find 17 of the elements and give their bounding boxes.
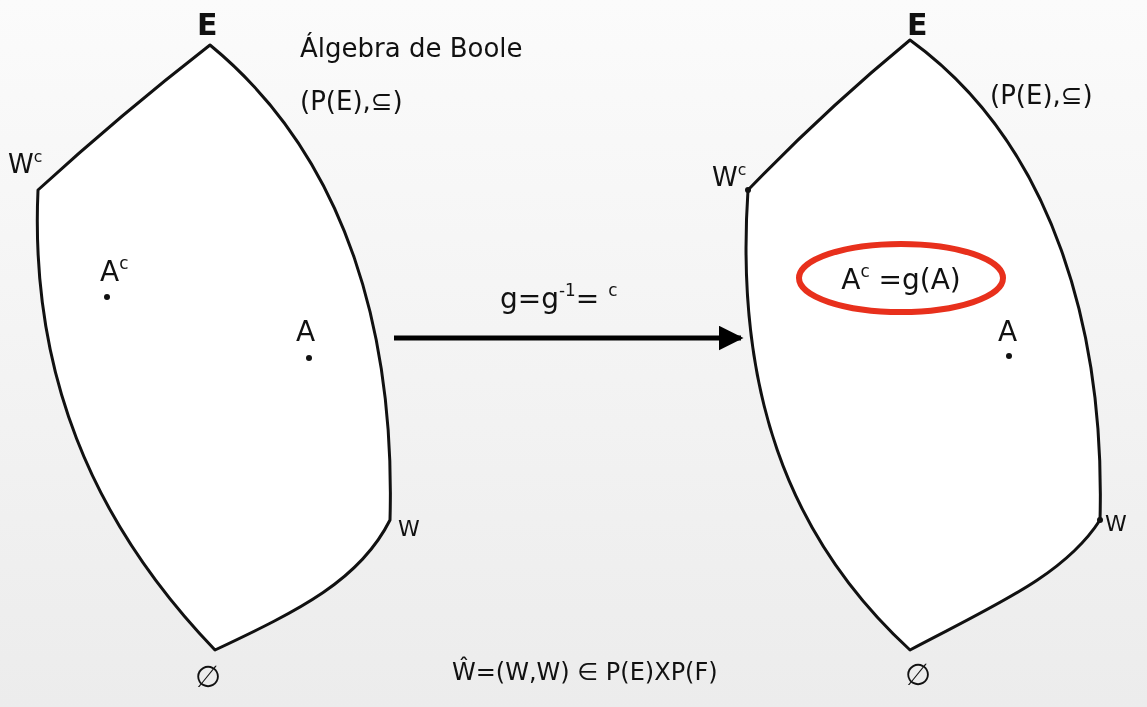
vertex-label: ∅ (195, 662, 222, 692)
vertex-label: ∅ (905, 660, 932, 690)
set-label: A$^{c}$ (100, 255, 129, 286)
vertex-label: W (398, 518, 420, 540)
edge-label: g=g$^{-1}$= $^{c}$ (500, 282, 618, 313)
set-label: A (998, 318, 1018, 346)
equation-text: A$^{c}$ =g(A) (841, 260, 961, 296)
arrow (394, 325, 744, 351)
vertex-label: W (1105, 513, 1127, 535)
vertex-label: W$^{c}$ (712, 163, 747, 190)
vertex-label: E (907, 10, 928, 40)
vertex-label: E (197, 10, 218, 40)
vertex-label: (P(E),⊆) (990, 82, 1093, 108)
highlight-ellipse (795, 240, 1007, 316)
formula-label: (P(E),⊆) (300, 88, 403, 114)
vertex-label: W$^{c}$ (8, 150, 43, 177)
set-label: A (296, 318, 316, 346)
